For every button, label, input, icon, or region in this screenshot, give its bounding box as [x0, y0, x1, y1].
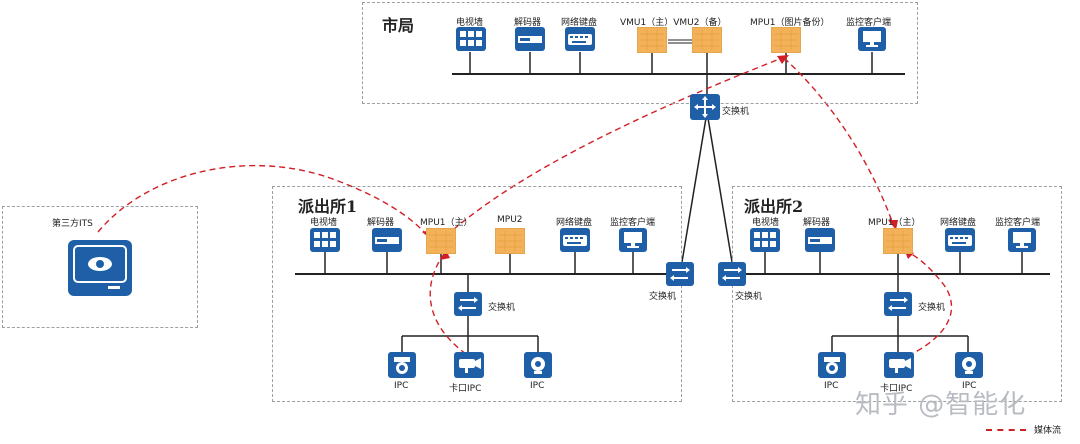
s2-checkpoint-ipc-label: 卡口IPC [880, 384, 913, 394]
s1-ipc-left-label: IPC [394, 381, 409, 391]
s1-ipc-right-camera-icon [524, 352, 552, 378]
s1-uplink-switch-icon [666, 262, 694, 286]
city-bureau-zone [362, 2, 918, 104]
s1-net-keyboard-label: 网络键盘 [556, 218, 593, 228]
s2-ipc-left-camera-icon [818, 352, 846, 378]
media-stream-legend-line [986, 429, 1026, 431]
city-mpu-label: MPU1（图片备份） [750, 18, 830, 28]
s1-tv-wall-icon [310, 228, 340, 252]
s1-access-switch-label: 交换机 [488, 303, 516, 313]
third-party-label: 第三方ITS [52, 219, 93, 229]
station1-title: 派出所1 [298, 197, 358, 216]
s2-keyboard-icon [945, 228, 975, 252]
s2-checkpoint-camera-icon [884, 352, 914, 378]
s2-net-keyboard-label: 网络键盘 [940, 218, 977, 228]
city-keyboard-icon [565, 27, 595, 51]
s1-decoder-icon [372, 228, 402, 252]
s1-ipc-left-camera-icon [388, 352, 416, 378]
s1-mpu2-label: MPU2 [497, 215, 523, 225]
s1-monitor-client-label: 监控客户端 [610, 218, 656, 228]
s2-ipc-right-camera-icon [955, 352, 983, 378]
s1-mpu2-server-icon [495, 228, 525, 254]
watermark-text: 知乎 @智能化 [855, 390, 1027, 420]
s2-decoder-label: 解码器 [803, 218, 831, 228]
media-stream-legend-label: 媒体流 [1034, 426, 1062, 436]
s2-access-switch-label: 交换机 [918, 303, 946, 313]
s2-uplink-switch-label: 交换机 [735, 292, 763, 302]
s1-monitor-client-icon [619, 228, 647, 252]
s2-ipc-right-label: IPC [962, 381, 977, 391]
s1-checkpoint-ipc-label: 卡口IPC [449, 384, 482, 394]
s1-mpu1-server-icon [426, 228, 456, 254]
core-switch-icon [690, 94, 720, 120]
s2-mpu1-server-icon [883, 228, 913, 254]
station1-zone [272, 186, 682, 402]
s2-decoder-icon [805, 228, 835, 252]
s1-access-switch-icon [454, 292, 482, 316]
city-net-keyboard-label: 网络键盘 [561, 18, 598, 28]
city-vmu2-server-icon [692, 27, 722, 53]
s2-monitor-client-icon [1008, 228, 1036, 252]
s1-mpu1-label: MPU1（主） [420, 218, 473, 228]
s1-checkpoint-camera-icon [454, 352, 484, 378]
station2-zone [732, 186, 1062, 402]
s1-keyboard-icon [560, 228, 590, 252]
s1-uplink-switch-label: 交换机 [649, 292, 677, 302]
s2-tv-wall-icon [750, 228, 780, 252]
city-monitor-client-label: 监控客户端 [846, 18, 892, 28]
s2-monitor-client-label: 监控客户端 [995, 218, 1041, 228]
city-mpu-server-icon [771, 27, 801, 53]
city-monitor-client-icon [858, 27, 886, 51]
city-decoder-icon [515, 27, 545, 51]
s2-tv-wall-label: 电视墙 [752, 218, 780, 228]
city-bureau-title: 市局 [382, 16, 415, 35]
s2-ipc-left-label: IPC [824, 381, 839, 391]
city-vmu1-server-icon [637, 27, 667, 53]
station2-title: 派出所2 [744, 197, 804, 216]
s2-access-switch-icon [884, 292, 912, 316]
city-decoder-label: 解码器 [514, 18, 542, 28]
s1-tv-wall-label: 电视墙 [310, 218, 338, 228]
city-tv-wall-icon [456, 27, 486, 51]
s2-mpu1-label: MPU1（主） [868, 218, 921, 228]
core-switch-label: 交换机 [722, 107, 750, 117]
third-party-its-icon [68, 240, 132, 296]
s2-uplink-switch-icon [718, 262, 746, 286]
s1-ipc-right-label: IPC [530, 381, 545, 391]
city-vmu-label: VMU1（主）VMU2（备） [620, 18, 727, 28]
s1-decoder-label: 解码器 [367, 218, 395, 228]
third-party-zone [2, 206, 198, 328]
city-tv-wall-label: 电视墙 [456, 18, 484, 28]
